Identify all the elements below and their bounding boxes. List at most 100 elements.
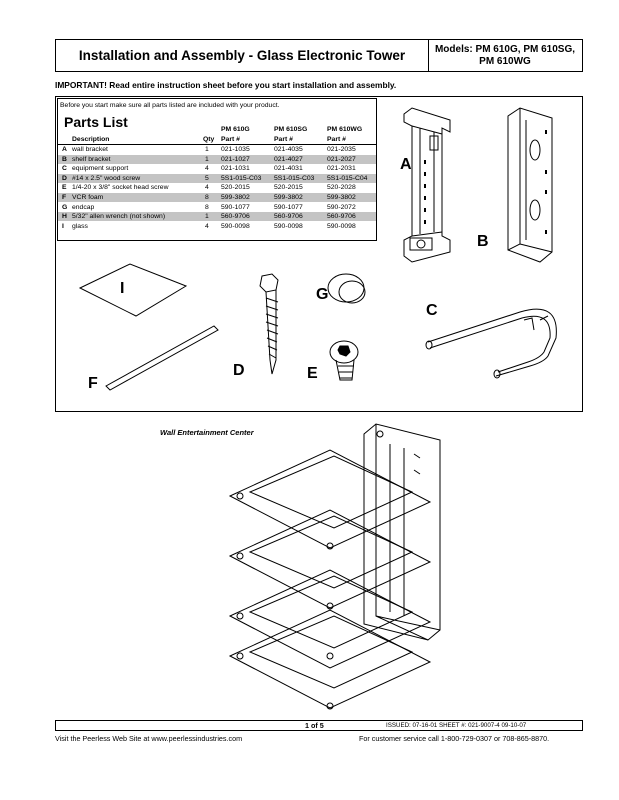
glass-drawing	[78, 263, 188, 317]
parts-list-heading: Parts List	[64, 114, 128, 130]
parts-frame	[55, 96, 583, 412]
part-number-610g: 590-1077	[221, 203, 250, 211]
label-c: C	[426, 302, 438, 319]
part-qty: 8	[205, 194, 209, 201]
header-rule	[58, 144, 376, 145]
part-letter: G	[62, 203, 68, 211]
assembled-tower-drawing	[228, 423, 441, 710]
part-qty: 8	[205, 203, 209, 211]
title-block: Installation and Assembly - Glass Electr…	[55, 39, 583, 72]
part-description: 1/4-20 x 3/8" socket head screw	[72, 184, 169, 192]
part-number-610sg: 021-4027	[274, 155, 303, 163]
part-description: equipment support	[72, 165, 129, 173]
customer-service-note: For customer service call 1-800-729-0307…	[359, 734, 550, 743]
label-a: A	[400, 156, 412, 173]
issued-info: ISSUED: 07-16-01 SHEET #: 021-9007-4 09-…	[386, 722, 527, 729]
part-header-3: Part #	[327, 136, 346, 143]
part-number-610sg: 599-3802	[274, 194, 303, 201]
footer-box	[55, 720, 583, 731]
part-number-610sg: 021-4035	[274, 146, 303, 153]
part-number-610wg: 520-2028	[327, 184, 356, 192]
label-f: F	[88, 375, 98, 392]
part-number-610sg: 560-9706	[274, 213, 303, 221]
part-description: VCR foam	[72, 194, 104, 201]
part-number-610wg: 560-9706	[327, 213, 356, 221]
figure-caption: Wall Entertainment Center	[160, 428, 254, 437]
parts-row: D #14 x 2.5" wood screw 5 5S1-015-C03 5S1-01…	[58, 173, 376, 183]
parts-row: F VCR foam 8 599-3802 599-3802 599-3802	[58, 193, 376, 202]
label-i: I	[120, 280, 125, 297]
part-number-610wg: 5S1-015-C04	[327, 174, 368, 182]
part-letter: I	[62, 222, 64, 230]
part-qty: 4	[205, 222, 209, 230]
part-number-610wg: 021-2035	[327, 146, 356, 153]
wood-screw-drawing	[259, 273, 279, 375]
part-letter: A	[62, 146, 67, 153]
important-notice: IMPORTANT! Read entire instruction sheet…	[55, 80, 397, 90]
part-number-610wg: 021-2031	[327, 165, 356, 173]
part-number-610g: 5S1-015-C03	[221, 174, 262, 182]
part-qty: 1	[205, 146, 209, 153]
qty-header: Qty	[203, 136, 215, 143]
part-number-610g: 520-2015	[221, 184, 250, 192]
equipment-support-drawing	[425, 308, 557, 379]
part-qty: 5	[205, 174, 209, 182]
parts-table	[57, 98, 377, 241]
part-qty: 1	[205, 213, 209, 221]
part-number-610g: 021-1031	[221, 165, 250, 173]
part-qty: 1	[205, 155, 209, 163]
website-note: Visit the Peerless Web Site at www.peerl…	[55, 734, 243, 743]
socket-screw-drawing	[329, 340, 359, 381]
label-e: E	[307, 365, 318, 382]
part-number-610wg: 021-2027	[327, 155, 356, 163]
label-g: G	[316, 286, 329, 303]
part-number-610g: 599-3802	[221, 194, 250, 201]
vcr-foam-drawing	[105, 325, 219, 391]
wall-bracket-drawing	[403, 107, 451, 263]
part-number-610sg: 5S1-015-C03	[274, 174, 315, 182]
part-header-2: Part #	[274, 136, 293, 143]
part-header-1: Part #	[221, 136, 240, 143]
models-block: Models: PM 610G, PM 610SG, PM 610WG	[428, 40, 582, 71]
endcap-drawing	[327, 273, 366, 304]
model-header-3: PM 610WG	[327, 126, 363, 133]
label-d: D	[233, 362, 245, 379]
part-letter: F	[62, 194, 67, 201]
part-letter: E	[62, 184, 67, 192]
label-b: B	[477, 233, 489, 250]
part-number-610g: 560-9706	[221, 213, 250, 221]
model-header-1: PM 610G	[221, 126, 250, 133]
models-line-1: Models: PM 610G, PM 610SG,	[434, 43, 576, 55]
part-number-610wg: 599-3802	[327, 194, 356, 201]
page-number: 1 of 5	[305, 721, 324, 730]
part-description: 5/32" allen wrench (not shown)	[72, 213, 166, 221]
document-title: Installation and Assembly - Glass Electr…	[56, 40, 429, 71]
part-letter: D	[62, 174, 67, 182]
part-qty: 4	[205, 165, 209, 173]
part-description: endcap	[72, 203, 95, 211]
shelf-bracket-drawing	[507, 107, 553, 263]
parts-row: E 1/4-20 x 3/8" socket head screw 4 520-201…	[58, 183, 376, 192]
part-number-610sg: 590-1077	[274, 203, 303, 211]
models-line-2: PM 610WG	[479, 55, 531, 67]
part-number-610sg: 021-4031	[274, 165, 303, 173]
part-description: wall bracket	[72, 146, 108, 153]
part-description: shelf bracket	[72, 155, 111, 163]
part-number-610g: 590-0098	[221, 222, 250, 230]
description-header: Description	[72, 136, 110, 143]
part-qty: 4	[205, 184, 209, 192]
part-number-610wg: 590-0098	[327, 222, 356, 230]
part-number-610g: 021-1027	[221, 155, 250, 163]
part-letter: B	[62, 155, 67, 163]
part-number-610wg: 590-2072	[327, 203, 356, 211]
part-description: #14 x 2.5" wood screw	[72, 174, 141, 182]
part-number-610sg: 590-0098	[274, 222, 303, 230]
part-number-610sg: 520-2015	[274, 184, 303, 192]
